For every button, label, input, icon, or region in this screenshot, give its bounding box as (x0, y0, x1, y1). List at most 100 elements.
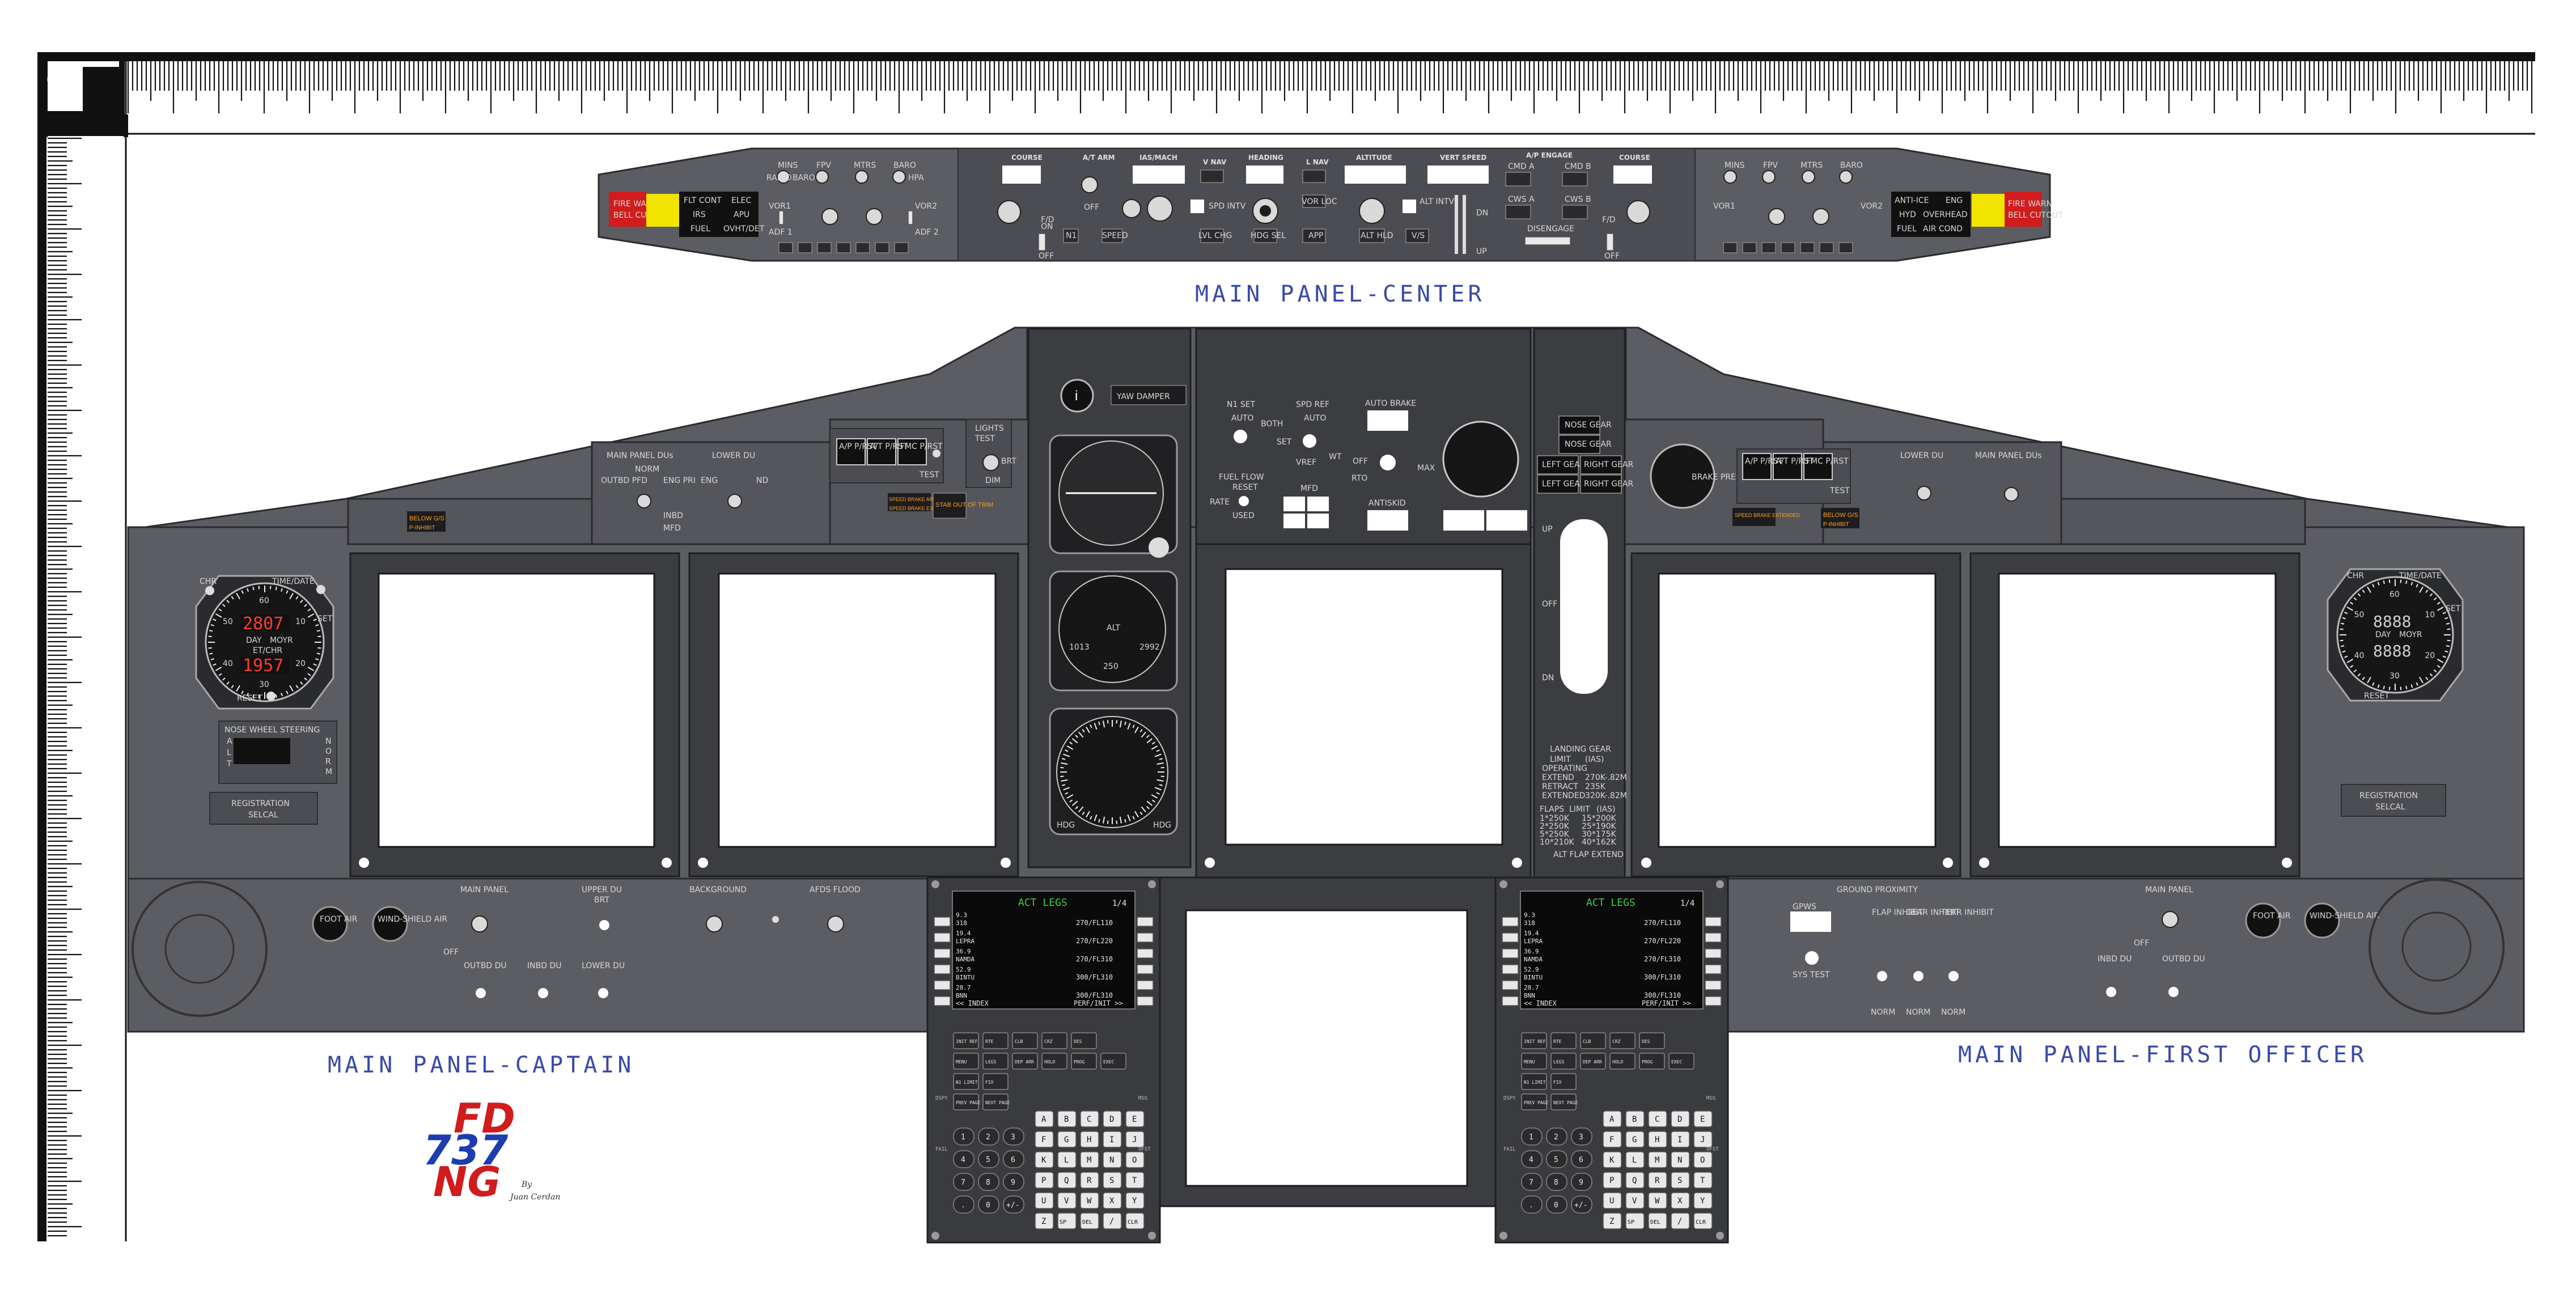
fo-fmc-prst-button[interactable] (1803, 453, 1833, 480)
cdu-lsk-right[interactable] (1137, 996, 1154, 1006)
cdu-numeric-key[interactable] (953, 1127, 975, 1146)
captain-afds-flood-knob[interactable] (827, 915, 844, 932)
cdu-function-key[interactable] (1639, 1053, 1665, 1070)
cdu-alpha-key[interactable] (1625, 1172, 1645, 1189)
cdu-numeric-key[interactable] (978, 1127, 999, 1146)
captain-windshield-air-knob[interactable] (372, 906, 408, 942)
fo-at-prst-button[interactable] (1773, 453, 1802, 480)
cdu-function-key[interactable] (1100, 1053, 1126, 1070)
cdu-lsk-left[interactable] (934, 917, 951, 927)
cdu-numeric-key[interactable] (978, 1195, 999, 1214)
mcp-at-arm-switch[interactable] (1081, 176, 1098, 193)
cdu-lsk-right[interactable] (1137, 964, 1154, 974)
efis-map-button[interactable] (875, 242, 889, 253)
cdu-alpha-key[interactable] (1671, 1151, 1690, 1168)
mcp-vs-button[interactable] (1405, 228, 1429, 243)
cdu-function-key[interactable] (982, 1073, 1009, 1090)
master-caution-left-button[interactable] (646, 194, 679, 227)
efis-map-button[interactable] (894, 242, 909, 253)
cdu-alpha-key[interactable] (1603, 1110, 1622, 1127)
cdu-numeric-key[interactable] (1546, 1173, 1567, 1191)
cdu-alpha-key[interactable] (1693, 1192, 1713, 1209)
efis-mode-knob[interactable] (821, 208, 838, 225)
cdu-function-key[interactable] (1550, 1093, 1577, 1110)
cdu-function-key[interactable] (1639, 1032, 1665, 1049)
mcp-disengage-bar[interactable] (1524, 236, 1571, 245)
cdu-alpha-key[interactable] (1057, 1172, 1077, 1189)
vor2-switch[interactable] (908, 210, 913, 225)
cdu-alpha-key[interactable] (1057, 1212, 1077, 1229)
fo-main-panel-brt-knob[interactable] (2162, 911, 2179, 928)
efis-map-button[interactable] (1761, 242, 1776, 253)
fo-windshield-air-knob[interactable] (2304, 902, 2340, 939)
cdu-numeric-key[interactable] (1521, 1173, 1543, 1191)
mfd-c-r-button[interactable] (1283, 514, 1305, 528)
captain-upper-du-knob[interactable] (599, 920, 609, 930)
cdu-lsk-right[interactable] (1705, 932, 1722, 943)
captain-lower-du-knob[interactable] (598, 988, 608, 998)
cdu-alpha-key[interactable] (1103, 1172, 1122, 1189)
mcp-spd-intv-button[interactable] (1190, 200, 1204, 213)
cdu-function-key[interactable] (1521, 1073, 1547, 1090)
efis-fo-fpv-button[interactable] (1762, 170, 1776, 184)
captain-ap-prst-button[interactable] (836, 438, 866, 465)
efis-mtrs-button[interactable] (855, 170, 868, 184)
cdu-function-key[interactable] (1521, 1032, 1547, 1049)
cdu-alpha-key[interactable] (1080, 1212, 1099, 1229)
mfd-sys-button[interactable] (1307, 497, 1329, 511)
fo-lower-du-selector[interactable] (1917, 486, 1931, 501)
cdu-function-key[interactable] (1071, 1053, 1097, 1070)
efis-fo-mins-knob[interactable] (1723, 170, 1737, 184)
cdu-function-key[interactable] (1041, 1053, 1067, 1070)
gear-inhibit-switch[interactable] (1913, 971, 1923, 981)
cdu-alpha-key[interactable] (1648, 1192, 1667, 1209)
cdu-function-key[interactable] (1550, 1032, 1577, 1049)
efis-mins-knob[interactable] (777, 170, 790, 184)
cdu-function-key[interactable] (982, 1093, 1009, 1110)
cdu-numeric-key[interactable] (978, 1173, 999, 1191)
cdu-alpha-key[interactable] (1603, 1131, 1622, 1148)
cdu-alpha-key[interactable] (1080, 1172, 1099, 1189)
mcp-cmd-a-button[interactable] (1505, 172, 1531, 186)
mcp-vnav-button[interactable] (1200, 169, 1224, 183)
cdu-function-key[interactable] (1580, 1032, 1606, 1049)
efis-fo-mode-knob[interactable] (1768, 208, 1785, 225)
master-caution-right-button[interactable] (1972, 194, 2005, 227)
cdu-alpha-key[interactable] (1103, 1192, 1122, 1209)
cdu-alpha-key[interactable] (1648, 1172, 1667, 1189)
cdu-alpha-key[interactable] (1671, 1192, 1690, 1209)
landing-gear-lever-track[interactable] (1560, 519, 1608, 694)
spd-ref-knob[interactable] (1303, 434, 1316, 448)
efis-map-button[interactable] (1742, 242, 1757, 253)
captain-main-panel-du-selector[interactable] (637, 494, 651, 508)
cdu-alpha-key[interactable] (1080, 1131, 1099, 1148)
efis-map-button[interactable] (836, 242, 851, 253)
cdu-alpha-key[interactable] (1671, 1110, 1690, 1127)
cdu-alpha-key[interactable] (1693, 1110, 1713, 1127)
cdu-function-key[interactable] (1012, 1032, 1038, 1049)
efis-fo-baro-knob[interactable] (1839, 170, 1853, 184)
cdu-alpha-key[interactable] (1603, 1192, 1622, 1209)
mcp-cmd-b-button[interactable] (1562, 172, 1588, 186)
terr-inhibit-switch[interactable] (1948, 971, 1959, 981)
mcp-speed-knob[interactable] (1147, 196, 1173, 222)
captain-inbd-du-knob[interactable] (538, 988, 548, 998)
cdu-function-key[interactable] (1609, 1032, 1636, 1049)
cdu-lsk-left[interactable] (1502, 964, 1519, 974)
cdu-function-key[interactable] (1550, 1053, 1577, 1070)
cdu-alpha-key[interactable] (1671, 1212, 1690, 1229)
efis-fo-mtrs-button[interactable] (1802, 170, 1815, 184)
cdu-function-key[interactable] (1609, 1053, 1636, 1070)
cdu-numeric-key[interactable] (1546, 1195, 1567, 1214)
fo-outbd-du-knob[interactable] (2168, 987, 2179, 997)
cdu-alpha-key[interactable] (1603, 1172, 1622, 1189)
cdu-alpha-key[interactable] (1057, 1192, 1077, 1209)
cdu-function-key[interactable] (953, 1073, 979, 1090)
cdu-alpha-key[interactable] (1035, 1131, 1054, 1148)
efis-map-button[interactable] (1819, 242, 1834, 253)
cdu-numeric-key[interactable] (1546, 1150, 1567, 1168)
fire-warn-left-button[interactable] (609, 192, 646, 227)
mcp-cws-b-button[interactable] (1562, 205, 1588, 219)
cdu-alpha-key[interactable] (1693, 1212, 1713, 1229)
cdu-lsk-left[interactable] (934, 964, 951, 974)
